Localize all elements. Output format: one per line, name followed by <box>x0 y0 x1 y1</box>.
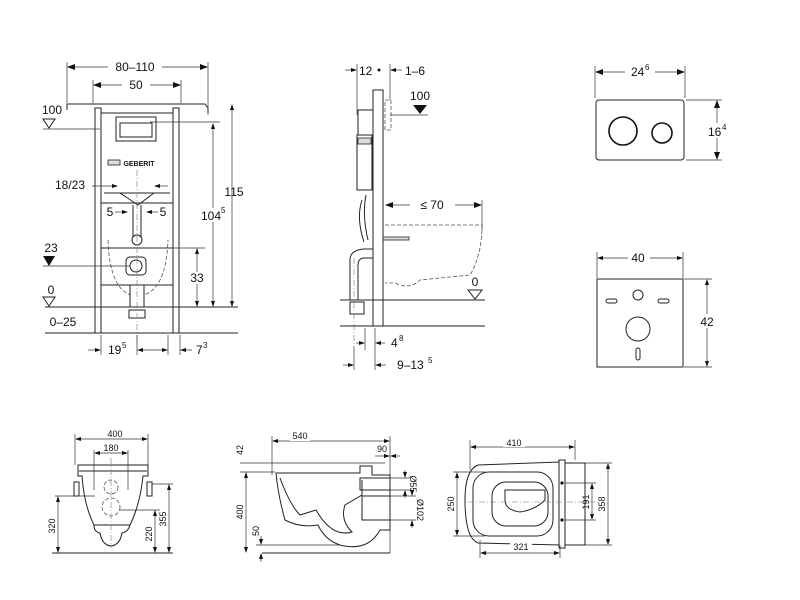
wall-plate <box>596 278 684 368</box>
dim-gap: 1–6 <box>405 64 425 78</box>
dim-offset-right: 5 <box>160 205 167 219</box>
dim-fixing-distance: 180 <box>103 443 118 453</box>
dim-pipe-width: 18/23 <box>55 178 85 192</box>
dim-height-mid: 104 <box>201 209 221 223</box>
full-flush-button <box>608 116 638 146</box>
dim-offset-b-sup: 5 <box>428 356 433 365</box>
dim-offset-a-sup: 8 <box>399 334 404 343</box>
dim-rear: 90 <box>377 444 387 454</box>
wall-plate-view: 40 42 <box>596 251 716 368</box>
level-top-label-side: 100 <box>410 89 430 103</box>
dim-offset-left: 5 <box>107 205 114 219</box>
geberit-logo-icon <box>107 159 121 166</box>
dim-floor-range: 0–25 <box>50 315 77 329</box>
dim-height-220: 220 <box>144 526 154 541</box>
dim-foot-right: 7 <box>196 343 203 357</box>
dim-bowl-width: 250 <box>446 496 456 511</box>
dim-wc-width: 400 <box>107 429 122 439</box>
dim-height-total: 115 <box>224 185 243 199</box>
dim-seat: 42 <box>235 445 245 455</box>
dim-bottom: 50 <box>251 526 261 536</box>
dim-plate-width-sup: 6 <box>645 63 650 72</box>
level-zero-label-side: 0 <box>472 275 479 289</box>
dim-height-355: 355 <box>158 511 168 526</box>
dim-outlet-height: 33 <box>190 271 204 285</box>
wc-side-view: 540 90 42 400 Ø55 Ø102 50 <box>235 431 425 562</box>
wc-front-view: 400 180 320 220 355 <box>47 429 173 554</box>
dim-inner: 321 <box>513 542 528 552</box>
dim-wall-plate-width: 40 <box>631 251 645 265</box>
dim-plate-height-sup: 4 <box>722 123 727 132</box>
dim-offset-a: 4 <box>391 336 398 350</box>
dim-outlet-diameter: Ø102 <box>415 499 425 521</box>
dim-width-range: 80–110 <box>115 60 154 74</box>
dim-width: 50 <box>129 78 143 92</box>
dim-foot-right-sup: 3 <box>203 341 208 350</box>
flush-plate <box>595 99 685 161</box>
frame-front-view: 80–110 50 GEBERIT 100 <box>42 60 244 357</box>
frame-side-view: 12 1–6 100 ≤ 70 0 4 8 <box>340 64 485 372</box>
dim-top-width: 358 <box>597 496 607 511</box>
dim-height-mid-sup: 5 <box>221 206 226 215</box>
dim-wc-height: 400 <box>235 504 245 519</box>
level-top-label: 100 <box>42 103 62 117</box>
half-flush-button <box>651 122 673 144</box>
level-zero-label: 0 <box>48 283 55 297</box>
flush-plate-view: 24 6 16 4 <box>594 63 732 161</box>
brand-label: GEBERIT <box>123 161 155 168</box>
dim-height-320: 320 <box>47 518 57 533</box>
level-23-label: 23 <box>44 241 58 255</box>
dim-inlet-diameter: Ø55 <box>408 475 418 492</box>
wc-top-view: 410 250 191 358 321 <box>446 438 612 558</box>
dim-plate-height: 16 <box>708 125 722 139</box>
dim-foot-left: 19 <box>108 343 122 357</box>
dim-depth: 12 <box>359 64 373 78</box>
dim-projection: ≤ 70 <box>420 198 444 212</box>
dim-foot-left-sup: 5 <box>122 341 127 350</box>
dim-fixing-top: 191 <box>581 494 591 509</box>
dim-wc-length: 540 <box>292 431 307 441</box>
dim-top-length: 410 <box>506 438 521 448</box>
dim-wall-plate-height: 42 <box>700 315 714 329</box>
dim-offset-b: 9–13 <box>397 358 424 372</box>
dim-plate-width: 24 <box>631 65 645 79</box>
